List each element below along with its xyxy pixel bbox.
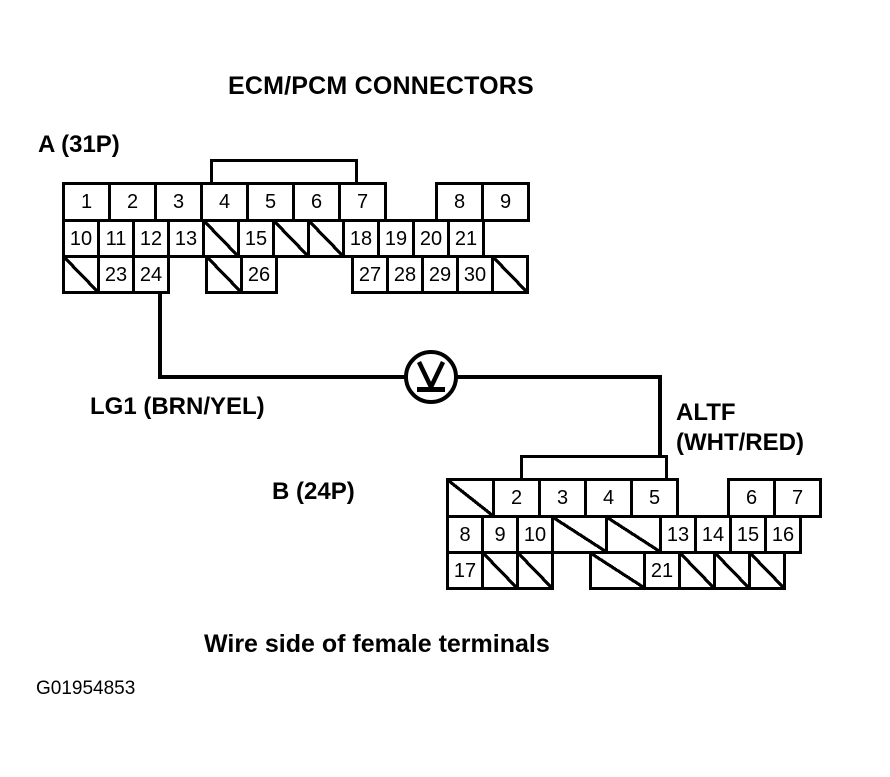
wire-lg1-vertical-segment	[158, 292, 162, 379]
connector-b-row-3-gap	[551, 551, 589, 590]
pin-a-9[interactable]: 9	[481, 182, 530, 222]
pin-b-4[interactable]: 4	[584, 478, 633, 518]
connector-b-label: B (24P)	[272, 478, 355, 505]
pin-b-20-unused	[589, 551, 646, 590]
wire-altf-vertical-segment	[658, 375, 662, 518]
pin-a-10[interactable]: 10	[62, 219, 100, 258]
pin-a-25-unused	[205, 255, 243, 294]
pin-b-18-unused	[481, 551, 519, 590]
connector-b-row-1-gap	[676, 478, 727, 518]
pin-b-13[interactable]: 13	[659, 515, 697, 554]
pin-b-8[interactable]: 8	[446, 515, 484, 554]
pin-b-9[interactable]: 9	[481, 515, 519, 554]
pin-a-5[interactable]: 5	[246, 182, 295, 222]
pin-b-21[interactable]: 21	[643, 551, 681, 590]
pin-a-11[interactable]: 11	[97, 219, 135, 258]
wire-altf-label-line2: (WHT/RED)	[676, 429, 804, 456]
pin-a-6[interactable]: 6	[292, 182, 341, 222]
connector-a-keying-tab	[210, 159, 358, 182]
pin-b-2[interactable]: 2	[492, 478, 541, 518]
wire-altf-label-line1: ALTF	[676, 399, 736, 426]
wire-lg1-horizontal-segment	[158, 375, 406, 379]
pin-b-6[interactable]: 6	[727, 478, 776, 518]
pin-a-14-unused	[202, 219, 240, 258]
pin-a-18[interactable]: 18	[342, 219, 380, 258]
pin-b-22-unused	[678, 551, 716, 590]
wire-lg1-label: LG1 (BRN/YEL)	[90, 393, 265, 420]
pin-a-4[interactable]: 4	[200, 182, 249, 222]
pin-a-26[interactable]: 26	[240, 255, 278, 294]
connector-b-keying-tab	[520, 455, 668, 478]
pin-b-15[interactable]: 15	[729, 515, 767, 554]
pin-a-15[interactable]: 15	[237, 219, 275, 258]
connector-b-row-1: 2 3 4 5 6 7	[446, 478, 822, 518]
pin-a-21[interactable]: 21	[447, 219, 485, 258]
pin-a-29[interactable]: 29	[421, 255, 459, 294]
pin-a-27[interactable]: 27	[351, 255, 389, 294]
pin-b-11-unused	[551, 515, 608, 554]
connector-b-row-3: 17 21	[446, 551, 786, 590]
pin-a-30[interactable]: 30	[456, 255, 494, 294]
voltmeter-symbol	[404, 350, 458, 404]
pin-a-31-unused	[491, 255, 529, 294]
connector-a-row-2: 10 11 12 13 15 18 19 20 21	[62, 219, 485, 258]
wire-altf-horizontal-segment	[456, 375, 662, 379]
pin-b-16[interactable]: 16	[764, 515, 802, 554]
figure-code: G01954853	[36, 678, 136, 699]
pin-b-10[interactable]: 10	[516, 515, 554, 554]
connector-a-row-1-gap	[384, 182, 435, 222]
pin-b-1-unused	[446, 478, 495, 518]
pin-a-16-unused	[272, 219, 310, 258]
pin-a-28[interactable]: 28	[386, 255, 424, 294]
wire-altf-label: ALTF (WHT/RED)	[676, 398, 804, 458]
pin-b-3[interactable]: 3	[538, 478, 587, 518]
pin-a-7[interactable]: 7	[338, 182, 387, 222]
pin-b-24-unused	[748, 551, 786, 590]
pin-b-17[interactable]: 17	[446, 551, 484, 590]
pin-a-20[interactable]: 20	[412, 219, 450, 258]
pin-a-17-unused	[307, 219, 345, 258]
pin-a-12[interactable]: 12	[132, 219, 170, 258]
connector-a-row-1: 1 2 3 4 5 6 7 8 9	[62, 182, 530, 222]
connector-a-row-3-gap-2	[275, 255, 351, 294]
pin-a-19[interactable]: 19	[377, 219, 415, 258]
connector-b-row-2: 8 9 10 13 14 15 16	[446, 515, 802, 554]
pin-b-5[interactable]: 5	[630, 478, 679, 518]
pin-a-22-unused	[62, 255, 100, 294]
pin-a-23[interactable]: 23	[97, 255, 135, 294]
pin-b-7[interactable]: 7	[773, 478, 822, 518]
pin-a-24[interactable]: 24	[132, 255, 170, 294]
connector-a-row-3: 23 24 26 27 28 29 30	[62, 255, 529, 294]
diagram-caption: Wire side of female terminals	[204, 630, 550, 658]
pin-b-23-unused	[713, 551, 751, 590]
page-title: ECM/PCM CONNECTORS	[228, 72, 534, 100]
pin-b-12-unused	[605, 515, 662, 554]
pin-b-19-unused	[516, 551, 554, 590]
pin-a-13[interactable]: 13	[167, 219, 205, 258]
connector-a-row-3-gap-1	[167, 255, 205, 294]
pin-a-1[interactable]: 1	[62, 182, 111, 222]
pin-a-2[interactable]: 2	[108, 182, 157, 222]
pin-b-14[interactable]: 14	[694, 515, 732, 554]
pin-a-8[interactable]: 8	[435, 182, 484, 222]
connector-a-label: A (31P)	[38, 131, 120, 158]
pin-a-3[interactable]: 3	[154, 182, 203, 222]
voltmeter-glyph	[416, 361, 446, 393]
